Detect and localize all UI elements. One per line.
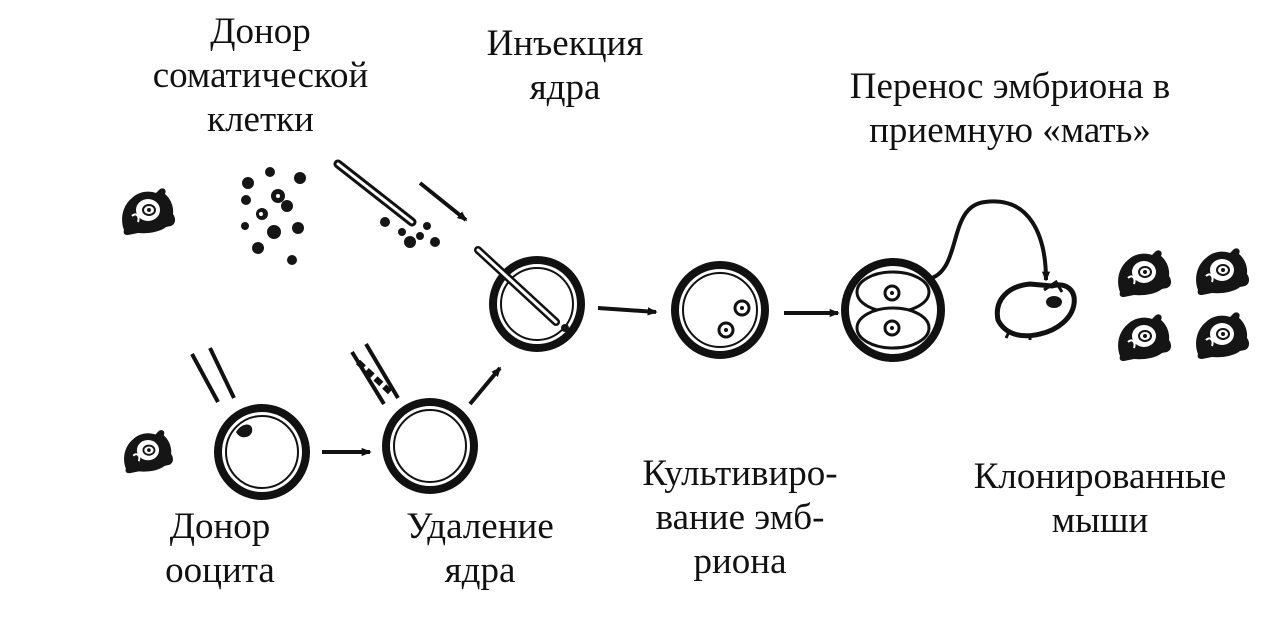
label-oocyte-donor: Донор ооцита (165, 506, 275, 591)
arrow-to-culture (597, 306, 658, 316)
surrogate-mother-mouse-icon (994, 279, 1077, 340)
cloned-mouse-icon-3 (1117, 313, 1173, 362)
cultured-embryo (671, 261, 769, 359)
oocyte-donor-mouse-icon (123, 429, 174, 475)
enucleated-oocyte (350, 342, 478, 494)
label-enucleation: Удаление ядра (406, 506, 554, 591)
two-cell-embryo (841, 258, 945, 362)
cloned-mouse-icon-4 (1195, 311, 1251, 360)
somatic-donor-mouse-icon (121, 187, 177, 236)
label-cloned-mice: Клонированные мыши (973, 456, 1227, 541)
label-nucleus-injection: Инъекция ядра (486, 23, 644, 108)
somatic-cells (241, 167, 306, 265)
injected-oocyte (474, 246, 585, 352)
label-embryo-transfer: Перенос эмбриона в приемную «мать» (849, 66, 1171, 151)
cloned-mouse-icon-1 (1117, 249, 1173, 298)
arrow-embryo-transfer (931, 199, 1051, 282)
cloned-mouse-icon-2 (1195, 247, 1251, 296)
arrow-injection (418, 181, 468, 222)
injection-pipette (333, 159, 440, 248)
label-embryo-culture: Культивиро- вание эмб- риона (642, 453, 838, 582)
arrow-to-injection (468, 366, 502, 406)
oocyte (190, 347, 310, 500)
label-somatic-donor: Донор соматической клетки (152, 11, 369, 140)
